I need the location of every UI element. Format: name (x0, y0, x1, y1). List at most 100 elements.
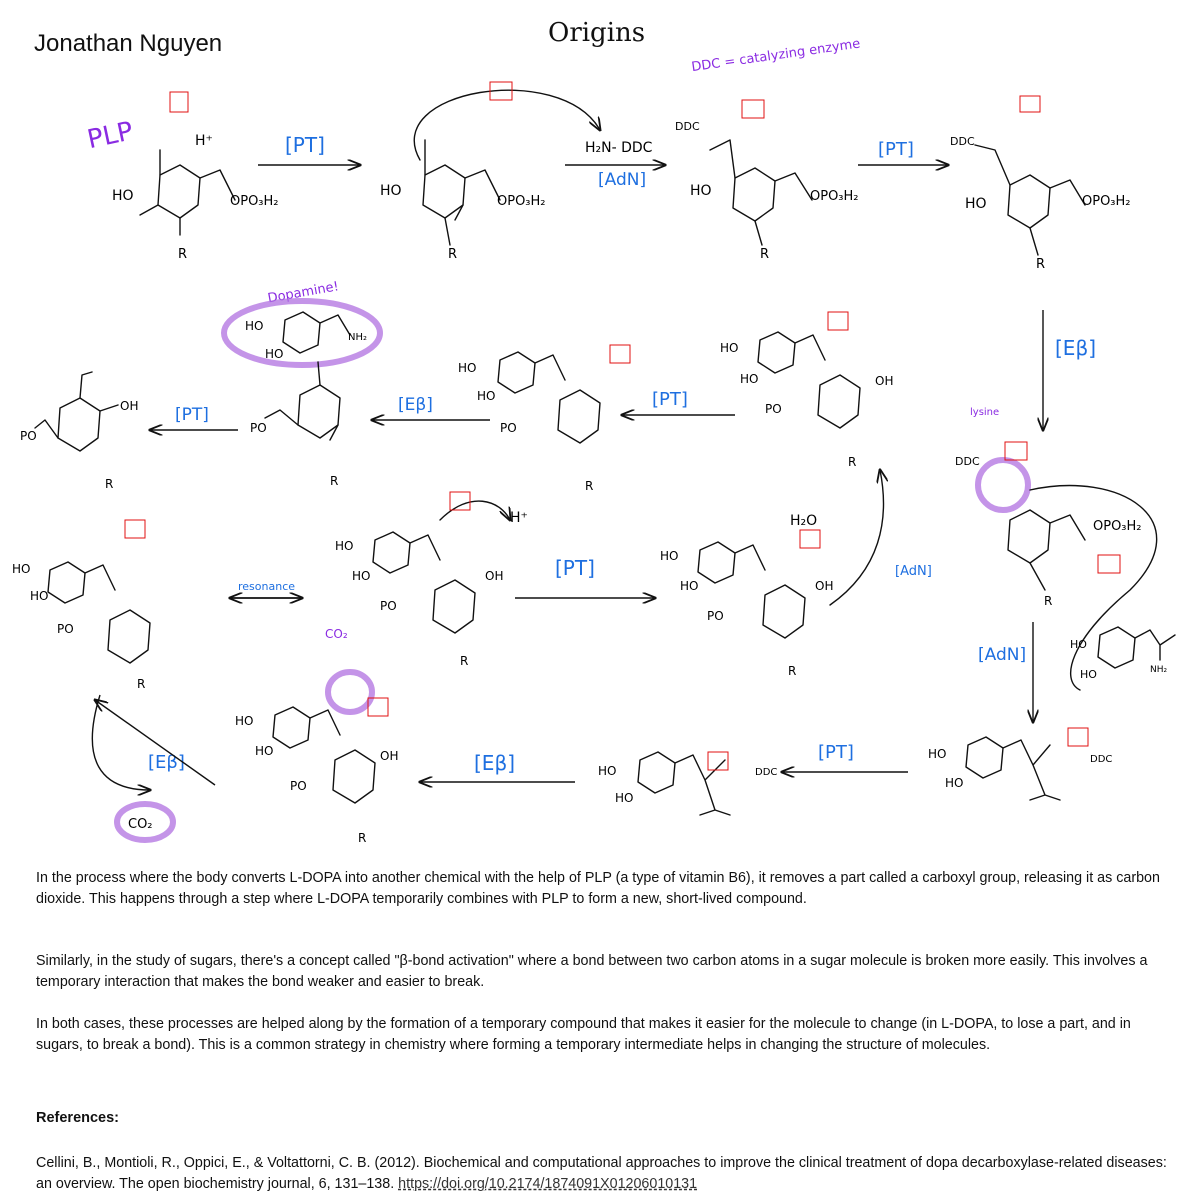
svg-text:HO: HO (112, 188, 134, 204)
step-label: [Eβ] (474, 751, 515, 775)
svg-text:H₂O: H₂O (790, 513, 817, 529)
step-label: [Eβ] (1055, 336, 1096, 360)
structure-product: HO HO NH₂ PO R (245, 311, 367, 488)
structure-r3-mid: HO HO PO OH R H⁺ (335, 500, 528, 668)
structure-l-dopa: HO HO NH₂ (1070, 626, 1176, 681)
co2-release-arrow (91, 694, 150, 790)
paragraph-3: In both cases, these processes are helpe… (36, 1016, 1131, 1053)
structure-r2-far-right: DDC OPO₃H₂ R (955, 455, 1158, 691)
svg-text:HO: HO (30, 589, 48, 603)
reagent-label: H₂N- DDC (585, 140, 653, 156)
svg-text:NH₂: NH₂ (1150, 665, 1168, 675)
svg-text:HO: HO (720, 341, 738, 355)
step-label: [PT] (878, 139, 914, 160)
svg-text:H⁺: H⁺ (510, 510, 528, 526)
structure-1: HO OPO₃H₂ R H⁺ (112, 133, 279, 262)
svg-text:R: R (585, 479, 593, 493)
svg-text:HO: HO (265, 347, 283, 361)
step-label: [Eβ] (148, 752, 185, 773)
reference-entry: Cellini, B., Montioli, R., Oppici, E., &… (36, 1153, 1186, 1195)
svg-text:R: R (788, 664, 796, 678)
ddc-note: DDC = catalyzing enzyme (691, 37, 862, 76)
structure-r2-right: HO HO PO OH R (720, 331, 893, 469)
step-label: [AdN] (978, 645, 1026, 665)
svg-text:R: R (448, 247, 457, 262)
structure-r3-left: HO HO PO R (12, 561, 151, 691)
plp-label: PLP (85, 116, 136, 155)
step-label: [PT] (555, 556, 595, 580)
svg-text:NH₂: NH₂ (348, 332, 367, 343)
carboxyl-highlight (325, 669, 375, 715)
step-label: [AdN] (895, 564, 932, 579)
step-label: [PT] (818, 742, 854, 763)
lysine-label: lysine (970, 407, 999, 418)
svg-text:PO: PO (765, 402, 782, 416)
svg-text:HO: HO (690, 183, 712, 199)
svg-text:HO: HO (12, 562, 30, 576)
svg-text:HO: HO (680, 579, 698, 593)
structure-2: HO OPO₃H₂ R (380, 89, 600, 262)
svg-text:HO: HO (255, 744, 273, 758)
svg-text:PO: PO (250, 421, 267, 435)
svg-text:HO: HO (380, 183, 402, 199)
svg-text:OPO₃H₂: OPO₃H₂ (1082, 194, 1131, 209)
svg-text:DDC: DDC (955, 455, 980, 468)
structure-r4-right: HO HO DDC (928, 736, 1112, 801)
structure-3: DDC HO OPO₃H₂ R (675, 120, 859, 262)
paragraph-1: In the process where the body converts L… (36, 870, 1160, 907)
svg-text:R: R (848, 455, 856, 469)
resonance-label: resonance (238, 580, 295, 593)
svg-text:OH: OH (875, 374, 893, 388)
svg-text:OPO₃H₂: OPO₃H₂ (810, 189, 859, 204)
svg-text:PO: PO (380, 599, 397, 613)
svg-text:OH: OH (120, 399, 138, 413)
structure-r4-left: HO HO PO OH R (235, 706, 398, 845)
svg-text:OPO₃H₂: OPO₃H₂ (497, 194, 546, 209)
svg-text:OPO₃H₂: OPO₃H₂ (1093, 519, 1142, 534)
svg-text:DDC: DDC (755, 767, 777, 778)
co2-product: CO₂ (128, 817, 153, 832)
step-label: [Eβ] (398, 395, 433, 415)
svg-text:PO: PO (57, 622, 74, 636)
svg-text:OH: OH (485, 569, 503, 583)
imine-highlight (975, 457, 1031, 513)
svg-text:HO: HO (335, 539, 353, 553)
svg-text:HO: HO (660, 549, 678, 563)
svg-text:DDC: DDC (675, 120, 700, 133)
svg-text:HO: HO (477, 389, 495, 403)
svg-text:PO: PO (290, 779, 307, 793)
svg-text:PO: PO (20, 429, 37, 443)
svg-text:OH: OH (380, 749, 398, 763)
svg-text:HO: HO (965, 196, 987, 212)
svg-text:R: R (178, 247, 187, 262)
reference-doi-link[interactable]: https://doi.org/10.2174/1874091X01206010… (398, 1176, 698, 1192)
paragraph-2: Similarly, in the study of sugars, there… (36, 953, 1148, 990)
svg-text:HO: HO (598, 764, 616, 778)
svg-text:DDC: DDC (950, 135, 975, 148)
step-label: [PT] (652, 389, 688, 410)
mechanism-diagram: PLP HO OPO₃H₂ R H⁺ [PT] HO OPO₃H₂ R H₂N-… (12, 37, 1176, 845)
svg-text:HO: HO (1080, 668, 1097, 681)
svg-text:OH: OH (815, 579, 833, 593)
structure-r4-mid: HO HO DDC (598, 751, 777, 816)
svg-text:PO: PO (500, 421, 517, 435)
svg-text:PO: PO (707, 609, 724, 623)
author-name: Jonathan Nguyen (34, 30, 223, 57)
structure-r3-right: HO HO PO OH R H₂O (660, 470, 883, 678)
structure-final-plp: PO OH R (20, 371, 138, 491)
co2-highlight (114, 801, 176, 843)
svg-text:R: R (105, 477, 113, 491)
electron-count-annotations (124, 81, 1121, 771)
svg-text:DDC: DDC (1090, 754, 1112, 765)
svg-text:HO: HO (740, 372, 758, 386)
page-title: Origins (548, 18, 646, 48)
step-label: [PT] (175, 405, 209, 425)
svg-text:R: R (760, 247, 769, 262)
step-label: [AdN] (598, 170, 646, 190)
svg-text:HO: HO (945, 776, 963, 790)
structure-4: DDC HO OPO₃H₂ R (950, 135, 1131, 272)
svg-text:OPO₃H₂: OPO₃H₂ (230, 194, 279, 209)
svg-text:HO: HO (352, 569, 370, 583)
svg-text:R: R (460, 654, 468, 668)
svg-text:R: R (137, 677, 145, 691)
